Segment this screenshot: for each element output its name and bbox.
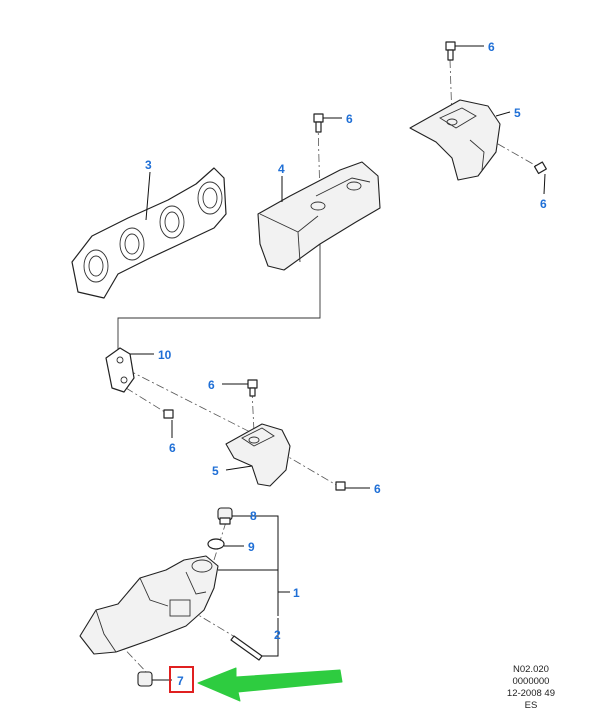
callouts: 6 5 6 3 6 4 10 6 6 5 6 8 9 1 2 7 bbox=[145, 40, 547, 688]
callout-5: 5 bbox=[514, 106, 521, 120]
callout-8: 8 bbox=[250, 509, 257, 523]
callout-5: 5 bbox=[212, 464, 219, 478]
bolt-icon bbox=[445, 41, 456, 61]
small-bracket bbox=[105, 347, 135, 393]
callout-6: 6 bbox=[169, 441, 176, 455]
manifold-gasket bbox=[71, 167, 227, 299]
callout-6: 6 bbox=[488, 40, 495, 54]
callout-6: 6 bbox=[346, 112, 353, 126]
ring-gasket bbox=[207, 538, 225, 550]
reference-line: 12-2008 49 bbox=[506, 688, 555, 699]
bolt-icon bbox=[313, 113, 324, 133]
heat-shield bbox=[257, 161, 381, 271]
callout-10: 10 bbox=[158, 348, 172, 362]
plug bbox=[217, 507, 233, 525]
bolt-icon bbox=[533, 161, 547, 175]
bolt-icon bbox=[247, 379, 258, 397]
callout-1: 1 bbox=[293, 586, 300, 600]
callout-7: 7 bbox=[177, 674, 184, 688]
exhaust-manifold bbox=[79, 555, 219, 655]
stud bbox=[230, 635, 263, 661]
callout-4: 4 bbox=[278, 162, 285, 176]
nut bbox=[137, 671, 153, 687]
callout-9: 9 bbox=[248, 540, 255, 554]
pointer-arrow-icon bbox=[197, 667, 343, 702]
reference-line: 0000000 bbox=[512, 676, 550, 687]
bracket-lower bbox=[225, 423, 291, 487]
bolt-icon bbox=[335, 481, 346, 491]
reference-line: ES bbox=[524, 700, 538, 711]
callout-6: 6 bbox=[374, 482, 381, 496]
bolt-icon bbox=[163, 409, 174, 419]
leader-lines bbox=[130, 45, 546, 681]
highlight-box bbox=[169, 666, 194, 693]
reference-code: N02.020 0000000 12-2008 49 ES bbox=[507, 664, 555, 712]
callout-3: 3 bbox=[145, 158, 152, 172]
callout-2: 2 bbox=[274, 628, 281, 642]
reference-line: N02.020 bbox=[513, 664, 549, 675]
bracket-upper bbox=[409, 99, 501, 181]
callout-6: 6 bbox=[208, 378, 215, 392]
callout-6: 6 bbox=[540, 197, 547, 211]
